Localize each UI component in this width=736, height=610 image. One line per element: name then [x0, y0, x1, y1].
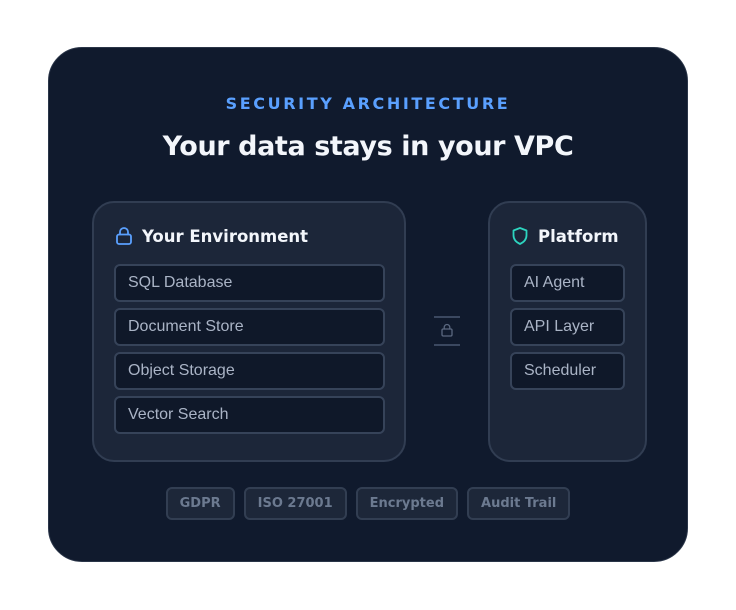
platform-title: Platform	[538, 226, 619, 246]
compliance-badges: GDPR ISO 27001 Encrypted Audit Trail	[49, 487, 687, 520]
eyebrow-label: SECURITY ARCHITECTURE	[225, 94, 511, 113]
security-architecture-card: SECURITY ARCHITECTURE Your data stays in…	[48, 47, 688, 562]
environment-item-object-storage: Object Storage	[114, 352, 385, 390]
platform-panel: Platform AI Agent API Layer Scheduler	[488, 201, 647, 462]
environment-item-document-store: Document Store	[114, 308, 385, 346]
badge-gdpr: GDPR	[165, 487, 235, 520]
secure-connector	[434, 316, 460, 346]
platform-item-ai-agent: AI Agent	[510, 264, 625, 302]
environment-item-sql-database: SQL Database	[114, 264, 385, 302]
environment-header: Your Environment	[114, 223, 308, 249]
platform-item-api-layer: API Layer	[510, 308, 625, 346]
platform-header: Platform	[510, 223, 619, 249]
headline: Your data stays in your VPC	[162, 131, 574, 162]
environment-panel: Your Environment SQL Database Document S…	[92, 201, 406, 462]
platform-items: AI Agent API Layer Scheduler	[510, 264, 625, 390]
badge-audit-trail: Audit Trail	[467, 487, 571, 520]
shield-icon	[510, 226, 530, 246]
environment-item-vector-search: Vector Search	[114, 396, 385, 434]
badge-encrypted: Encrypted	[355, 487, 459, 520]
connector-line-top	[434, 316, 460, 318]
badge-iso-27001: ISO 27001	[243, 487, 347, 520]
environment-items: SQL Database Document Store Object Stora…	[114, 264, 385, 434]
connector-line-bottom	[434, 344, 460, 346]
environment-title: Your Environment	[142, 226, 309, 246]
platform-item-scheduler: Scheduler	[510, 352, 625, 390]
lock-icon	[114, 226, 134, 246]
